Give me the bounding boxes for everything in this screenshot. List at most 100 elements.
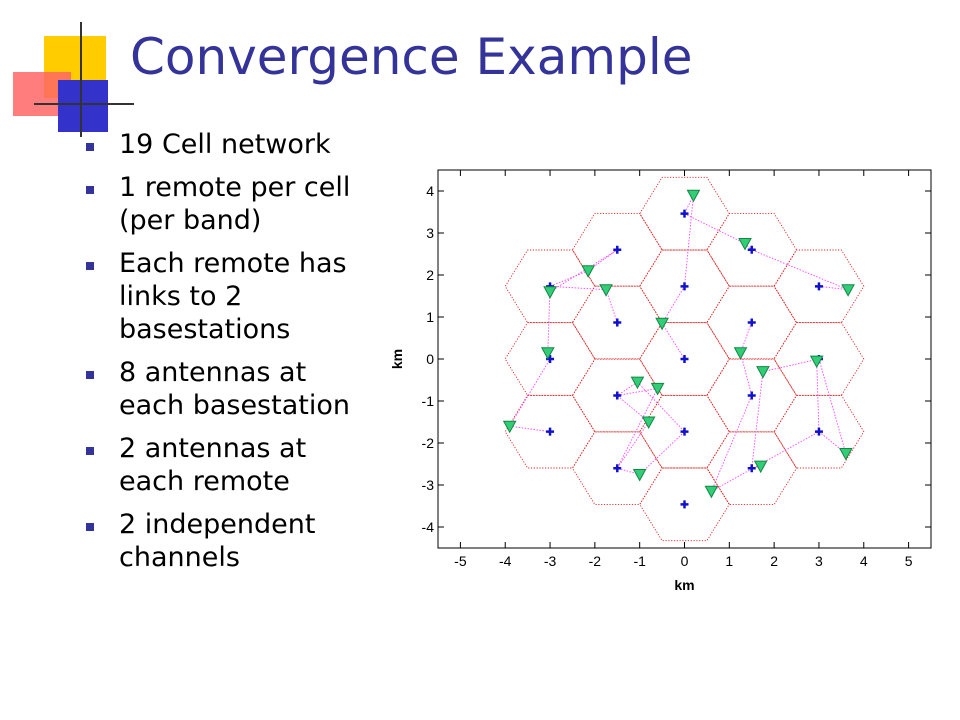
x-tick-label: -4 bbox=[499, 553, 512, 569]
basestation-marker bbox=[680, 355, 689, 363]
bullet-item: 2 independent channels bbox=[86, 508, 376, 574]
basestation-marker bbox=[747, 318, 756, 327]
hex-cell bbox=[639, 176, 730, 251]
hex-cell bbox=[639, 467, 730, 542]
link-line bbox=[684, 195, 694, 287]
bullet-text: 1 remote per cell (per band) bbox=[119, 172, 351, 236]
link-line bbox=[605, 289, 618, 323]
basestation-marker bbox=[747, 245, 756, 254]
bullet-list: 19 Cell network 1 remote per cell (per b… bbox=[86, 128, 376, 584]
remote-marker bbox=[809, 355, 824, 369]
remote-marker bbox=[756, 366, 770, 379]
x-tick-label: -5 bbox=[454, 553, 467, 569]
bullet-marker bbox=[86, 262, 94, 270]
hex-cell bbox=[706, 212, 798, 287]
link-line bbox=[550, 285, 607, 291]
y-tick-label: 1 bbox=[426, 309, 434, 325]
remote-marker bbox=[733, 347, 748, 360]
y-tick-label: -1 bbox=[422, 393, 435, 409]
x-tick-label: 4 bbox=[860, 553, 868, 569]
hex-cell bbox=[571, 358, 663, 433]
x-axis-label: km bbox=[674, 577, 694, 593]
y-tick-label: 3 bbox=[426, 225, 434, 241]
y-tick-label: -2 bbox=[422, 435, 435, 451]
y-tick-label: 4 bbox=[426, 183, 434, 199]
bullet-marker bbox=[86, 186, 94, 194]
remote-marker bbox=[632, 469, 647, 482]
y-tick-label: 0 bbox=[426, 351, 434, 367]
y-axis-label: km bbox=[389, 349, 405, 369]
hex-cell bbox=[504, 394, 596, 469]
bullet-item: Each remote has links to 2 basestations bbox=[86, 247, 376, 346]
hex-cell bbox=[571, 212, 663, 287]
remote-marker bbox=[543, 286, 557, 299]
hex-cell bbox=[773, 322, 865, 396]
x-tick-label: 3 bbox=[815, 553, 823, 569]
remote-marker bbox=[655, 317, 669, 331]
remote-marker bbox=[753, 460, 768, 474]
bullet-marker bbox=[86, 447, 94, 455]
bullet-text: Each remote has links to 2 basestations bbox=[119, 248, 347, 345]
basestation-marker bbox=[680, 500, 689, 509]
link-line bbox=[818, 358, 847, 454]
remote-marker bbox=[704, 485, 719, 499]
hex-cell bbox=[639, 322, 730, 396]
x-tick-label: 2 bbox=[770, 553, 778, 569]
bullet-marker bbox=[86, 523, 94, 531]
deco-horizontal-line bbox=[34, 103, 134, 105]
y-tick-label: 2 bbox=[426, 267, 434, 283]
basestation-marker bbox=[680, 282, 689, 291]
link-line bbox=[816, 361, 820, 432]
bullet-text: 2 independent channels bbox=[119, 509, 316, 573]
hex-cell bbox=[706, 358, 798, 433]
link-line bbox=[751, 249, 849, 291]
remote-marker bbox=[686, 189, 701, 203]
hex-cell bbox=[706, 285, 798, 360]
bullet-item: 1 remote per cell (per band) bbox=[86, 171, 376, 237]
slide-title: Convergence Example bbox=[130, 28, 693, 86]
basestation-marker bbox=[747, 464, 756, 473]
bullet-text: 2 antennas at each remote bbox=[119, 433, 307, 497]
link-line bbox=[637, 381, 685, 432]
link-line bbox=[549, 249, 618, 293]
hex-cell bbox=[504, 322, 596, 396]
link-line bbox=[751, 371, 764, 469]
basestation-marker bbox=[613, 245, 622, 254]
y-tick-label: -4 bbox=[422, 519, 435, 535]
link-line bbox=[710, 395, 753, 492]
link-line bbox=[740, 352, 753, 396]
link-line bbox=[509, 425, 551, 433]
basestation-marker bbox=[613, 391, 622, 400]
x-tick-label: 0 bbox=[681, 553, 689, 569]
remote-marker bbox=[540, 347, 555, 360]
remote-marker bbox=[839, 448, 853, 461]
basestation-marker bbox=[680, 427, 689, 436]
basestation-marker bbox=[814, 282, 823, 291]
basestation-marker bbox=[680, 209, 689, 218]
link-line bbox=[684, 213, 746, 244]
basestation-marker bbox=[546, 427, 555, 436]
remote-marker bbox=[650, 382, 665, 396]
hex-cell bbox=[773, 249, 865, 324]
link-line bbox=[617, 387, 658, 396]
hex-cell bbox=[706, 431, 798, 506]
remote-marker bbox=[738, 238, 752, 251]
link-line bbox=[616, 421, 650, 469]
hex-cell bbox=[639, 249, 730, 324]
x-tick-label: 5 bbox=[905, 553, 913, 569]
remote-marker bbox=[630, 376, 645, 390]
hex-cell bbox=[773, 394, 865, 469]
link-line bbox=[639, 431, 685, 475]
remote-marker bbox=[581, 265, 595, 278]
bullet-marker bbox=[86, 371, 94, 379]
hex-cell bbox=[571, 431, 663, 506]
basestation-marker bbox=[613, 318, 622, 327]
remote-marker bbox=[641, 416, 656, 430]
deco-blue-square bbox=[58, 80, 108, 132]
x-tick-label: 1 bbox=[725, 553, 733, 569]
bullet-item: 8 antennas at each basestation bbox=[86, 356, 376, 422]
basestation-marker bbox=[747, 391, 756, 400]
bullet-item: 19 Cell network bbox=[86, 128, 376, 161]
remote-marker bbox=[502, 420, 517, 434]
